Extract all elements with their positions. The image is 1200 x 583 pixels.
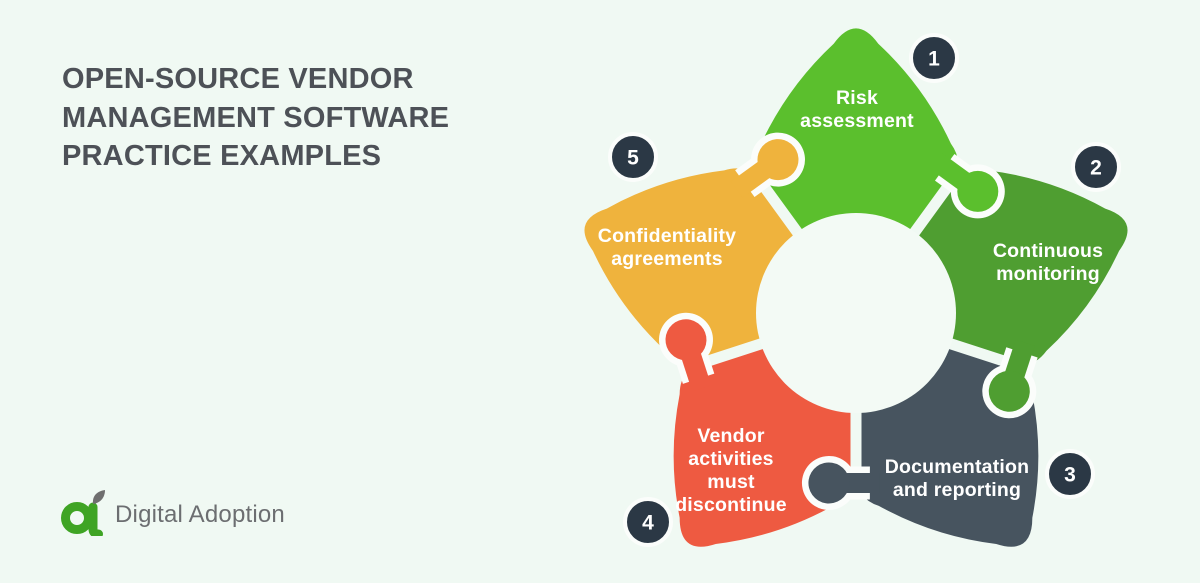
knob-vendor-discontinue bbox=[658, 312, 715, 392]
svg-text:1: 1 bbox=[928, 48, 940, 71]
piece-separators bbox=[650, 137, 1062, 529]
piece-label-confidentiality: Confidentiality agreements bbox=[597, 225, 737, 270]
piece-label-continuous-monitoring: Continuous monitoring bbox=[992, 240, 1104, 285]
page-title: OPEN-SOURCE VENDOR MANAGEMENT SOFTWARE P… bbox=[62, 63, 450, 173]
svg-text:2: 2 bbox=[1090, 157, 1102, 180]
center-circle bbox=[756, 213, 956, 413]
badge-1: 1 bbox=[909, 33, 959, 83]
knob-risk-assessment bbox=[930, 153, 1005, 219]
brand-logo-text: Digital Adoption bbox=[115, 501, 285, 528]
knob-documentation-reporting bbox=[801, 455, 880, 510]
svg-text:5: 5 bbox=[627, 147, 639, 170]
brand-logo-mark-icon bbox=[61, 490, 105, 536]
brand-logo: Digital Adoption bbox=[60, 490, 285, 536]
badge-2: 2 bbox=[1071, 142, 1121, 192]
badge-4: 4 bbox=[623, 497, 673, 547]
knob-confidentiality bbox=[730, 132, 805, 198]
piece-label-risk-assessment: Risk assessment bbox=[800, 87, 914, 132]
svg-text:4: 4 bbox=[642, 512, 654, 535]
piece-label-vendor-discontinue: Vendor activities must discontinue bbox=[675, 425, 787, 516]
knob-continuous-monitoring bbox=[982, 339, 1038, 419]
badge-5: 5 bbox=[608, 132, 658, 182]
badge-3: 3 bbox=[1045, 449, 1095, 499]
svg-text:3: 3 bbox=[1064, 464, 1076, 487]
piece-label-documentation-reporting: Documentation and reporting bbox=[884, 456, 1030, 501]
